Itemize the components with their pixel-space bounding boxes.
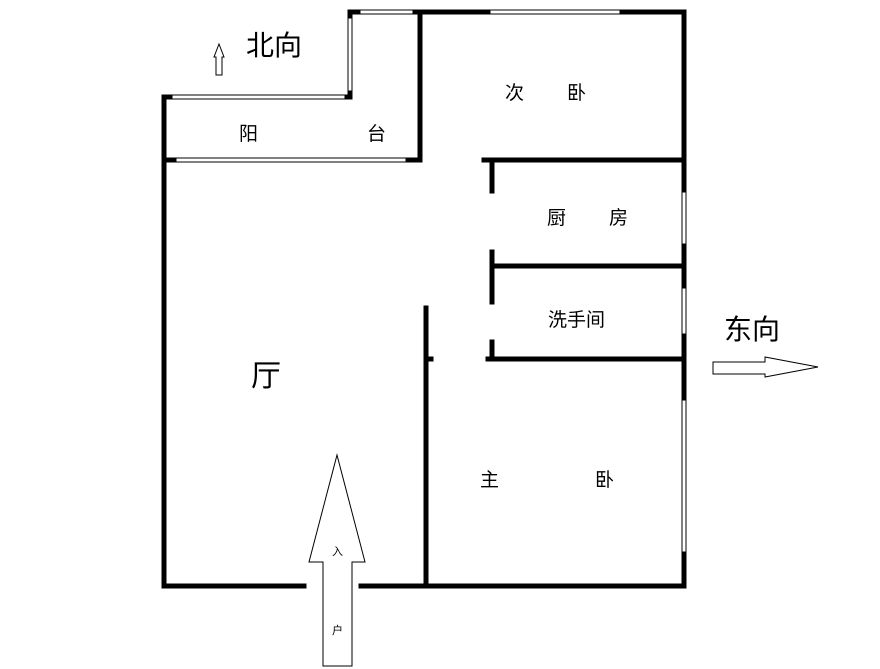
bathroom-label: 洗手间	[548, 309, 606, 331]
window-balcony-bottom	[175, 157, 407, 163]
second-bedroom-label-1: 次	[505, 82, 525, 104]
kitchen-label-2: 房	[609, 207, 629, 229]
living-room-label: 厅	[251, 359, 281, 394]
entrance-label-2: 户	[332, 624, 343, 637]
window-kitchen	[681, 191, 687, 245]
window-balcony-side	[347, 17, 353, 92]
east-arrow-icon	[712, 356, 819, 378]
balcony-label-1: 阳	[239, 123, 259, 145]
window-master	[681, 399, 687, 553]
window-balcony-top	[171, 94, 346, 100]
north-label: 北向	[246, 29, 303, 62]
kitchen-label-1: 厨	[547, 207, 567, 229]
window-top-2	[489, 9, 621, 15]
second-bedroom-label-2: 卧	[567, 82, 587, 104]
master-bedroom-label-1: 主	[480, 469, 500, 491]
balcony-label-2: 台	[367, 123, 387, 145]
east-label: 东向	[724, 313, 781, 346]
window-bath	[681, 287, 687, 335]
window-top-1	[359, 9, 414, 15]
entrance-arrow-icon	[308, 453, 366, 667]
entrance-label-1: 入	[332, 545, 343, 558]
north-arrow-icon	[213, 42, 225, 76]
master-bedroom-label-2: 卧	[595, 469, 615, 491]
